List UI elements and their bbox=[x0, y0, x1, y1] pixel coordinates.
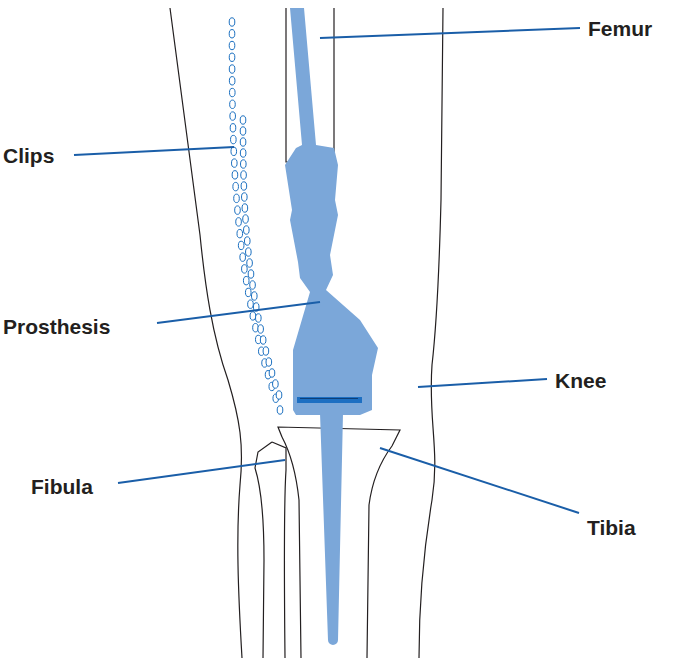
clip bbox=[244, 237, 250, 245]
clip bbox=[242, 204, 248, 212]
clip bbox=[229, 41, 235, 49]
clip bbox=[245, 288, 251, 296]
clip bbox=[234, 194, 240, 202]
clip bbox=[241, 160, 247, 168]
clip bbox=[269, 369, 275, 377]
leg-outline bbox=[170, 8, 443, 658]
clip bbox=[240, 253, 246, 261]
clip bbox=[250, 281, 256, 289]
clip bbox=[277, 406, 283, 414]
clip bbox=[232, 159, 238, 167]
clip bbox=[229, 30, 235, 38]
clip bbox=[240, 116, 246, 124]
clip bbox=[237, 229, 243, 237]
clip bbox=[276, 391, 282, 399]
clip bbox=[229, 53, 235, 61]
clip bbox=[247, 259, 253, 267]
clip bbox=[235, 206, 241, 214]
clip bbox=[266, 358, 272, 366]
clip bbox=[242, 193, 248, 201]
part-label: Fibula bbox=[31, 476, 93, 497]
clip bbox=[240, 127, 246, 135]
part-label: Knee bbox=[555, 370, 606, 391]
clip bbox=[243, 276, 249, 284]
clip bbox=[263, 347, 269, 355]
part-label: Prosthesis bbox=[3, 316, 110, 337]
clip bbox=[240, 149, 246, 157]
clip bbox=[244, 226, 250, 234]
prosthesis bbox=[285, 8, 378, 645]
clip bbox=[238, 241, 244, 249]
part-label: Clips bbox=[3, 145, 54, 166]
clip bbox=[246, 248, 252, 256]
clip bbox=[229, 77, 235, 85]
clip bbox=[233, 182, 239, 190]
clip bbox=[241, 182, 247, 190]
clip bbox=[241, 171, 247, 179]
fibula-bone bbox=[255, 442, 286, 658]
clip bbox=[256, 314, 262, 322]
clip bbox=[230, 112, 236, 120]
clip bbox=[258, 325, 264, 333]
clip bbox=[231, 147, 237, 155]
part-label: Tibia bbox=[587, 517, 636, 538]
clip bbox=[250, 312, 256, 320]
clip bbox=[242, 265, 248, 273]
clip bbox=[251, 292, 257, 300]
clip bbox=[260, 336, 266, 344]
part-label: Femur bbox=[588, 18, 652, 39]
clip bbox=[240, 138, 246, 146]
clip bbox=[232, 171, 238, 179]
clip bbox=[229, 65, 235, 73]
clip bbox=[229, 18, 235, 26]
clip bbox=[230, 124, 236, 132]
surgical-clips bbox=[229, 18, 283, 414]
clip bbox=[230, 100, 236, 108]
clip bbox=[243, 215, 249, 223]
clip bbox=[248, 300, 254, 308]
clip bbox=[236, 218, 242, 226]
clip bbox=[273, 380, 279, 388]
hinge-pin bbox=[297, 397, 362, 403]
clip bbox=[229, 88, 235, 96]
clip bbox=[231, 135, 237, 143]
clip bbox=[248, 270, 254, 278]
leader-lines bbox=[74, 28, 580, 513]
